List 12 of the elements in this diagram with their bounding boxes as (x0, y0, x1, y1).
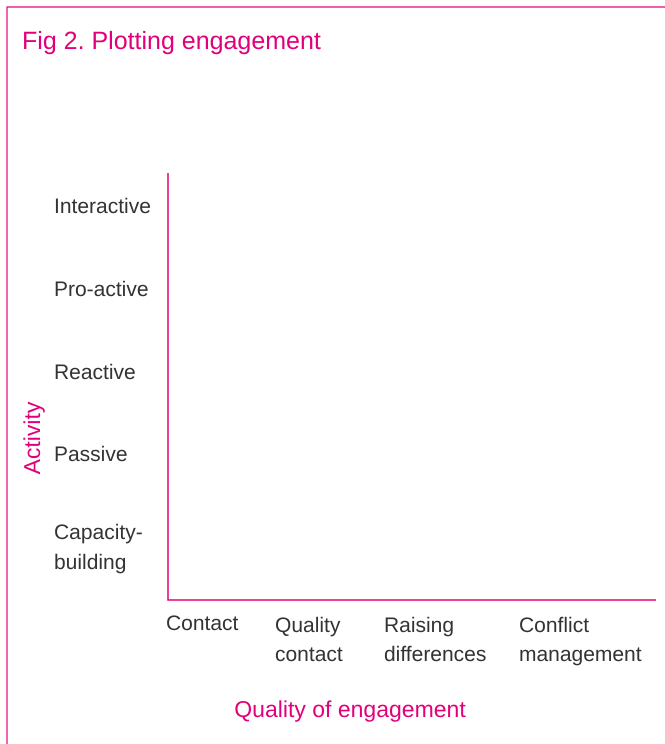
axis-tick-label: Passive (54, 442, 129, 468)
axis-tick-label: Pro-active (54, 277, 150, 303)
axis-tick-label: Quality contact (275, 613, 344, 668)
axis-tick-label: Conflict management (519, 613, 643, 668)
axis-tick-label: Interactive (54, 194, 152, 220)
figure-title: Fig 2. Plotting engagement (22, 26, 321, 56)
axis-tick-label: Capacity-building (54, 520, 144, 576)
axis-tick-label: Reactive (54, 360, 137, 386)
axis-tick-label: Contact (166, 611, 240, 637)
axis-title: Quality of engagement (233, 695, 467, 724)
axis-tick-label: Raising differences (384, 613, 488, 668)
axis-title: Activity (18, 400, 46, 476)
